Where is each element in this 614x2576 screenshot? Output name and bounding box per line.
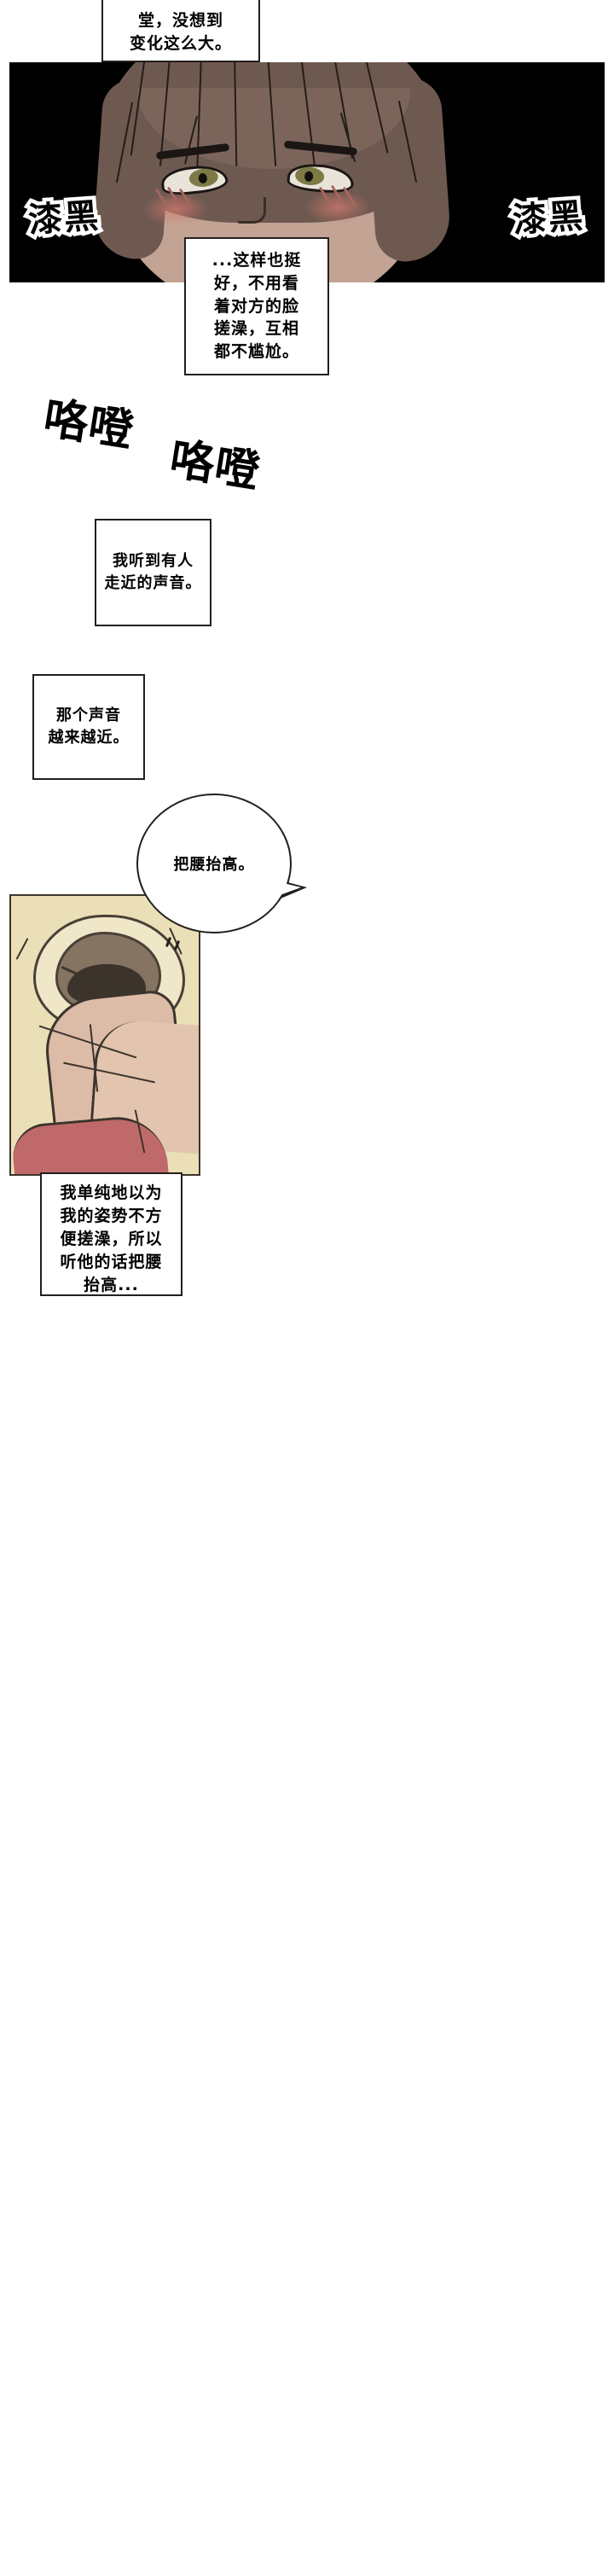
page-margin-right	[605, 0, 614, 2576]
caption-bottom-narration: 我单纯地以为 我的姿势不方 便搓澡，所以 听他的话把腰 抬高...	[40, 1172, 182, 1296]
iris-left	[188, 167, 219, 189]
sfx-pitch-black-right: 漆黑	[507, 193, 589, 245]
caption-top: 堂，没想到 变化这么大。	[101, 0, 260, 62]
blush-left	[142, 186, 209, 226]
sfx-footstep-2: 咯噔	[166, 433, 264, 498]
iris-right	[294, 166, 326, 187]
motion-lines-icon	[165, 936, 193, 956]
caption-hear-footsteps: 我听到有人 走近的声音。	[95, 519, 211, 626]
caption-sound-closer: 那个声音 越来越近。	[32, 674, 145, 780]
bath-contour-line	[15, 938, 29, 960]
sfx-footstep-1: 咯噔	[40, 393, 138, 457]
nose	[238, 197, 266, 224]
pupil-left	[198, 172, 208, 184]
page-margin-left	[0, 0, 9, 2576]
blush-right	[304, 184, 371, 224]
panel-dark-bathroom: 漆黑 漆黑	[9, 62, 605, 282]
caption-shower-thoughts: ...这样也挺 好，不用看 着对方的脸 搓澡，互相 都不尴尬。	[184, 237, 329, 375]
speech-balloon: 把腰抬高。	[136, 794, 292, 933]
speech-balloon-text: 把腰抬高。	[173, 856, 255, 874]
sfx-pitch-black-left: 漆黑	[23, 193, 105, 245]
pupil-right	[304, 171, 314, 183]
speech-balloon-tail-fill	[273, 881, 301, 898]
